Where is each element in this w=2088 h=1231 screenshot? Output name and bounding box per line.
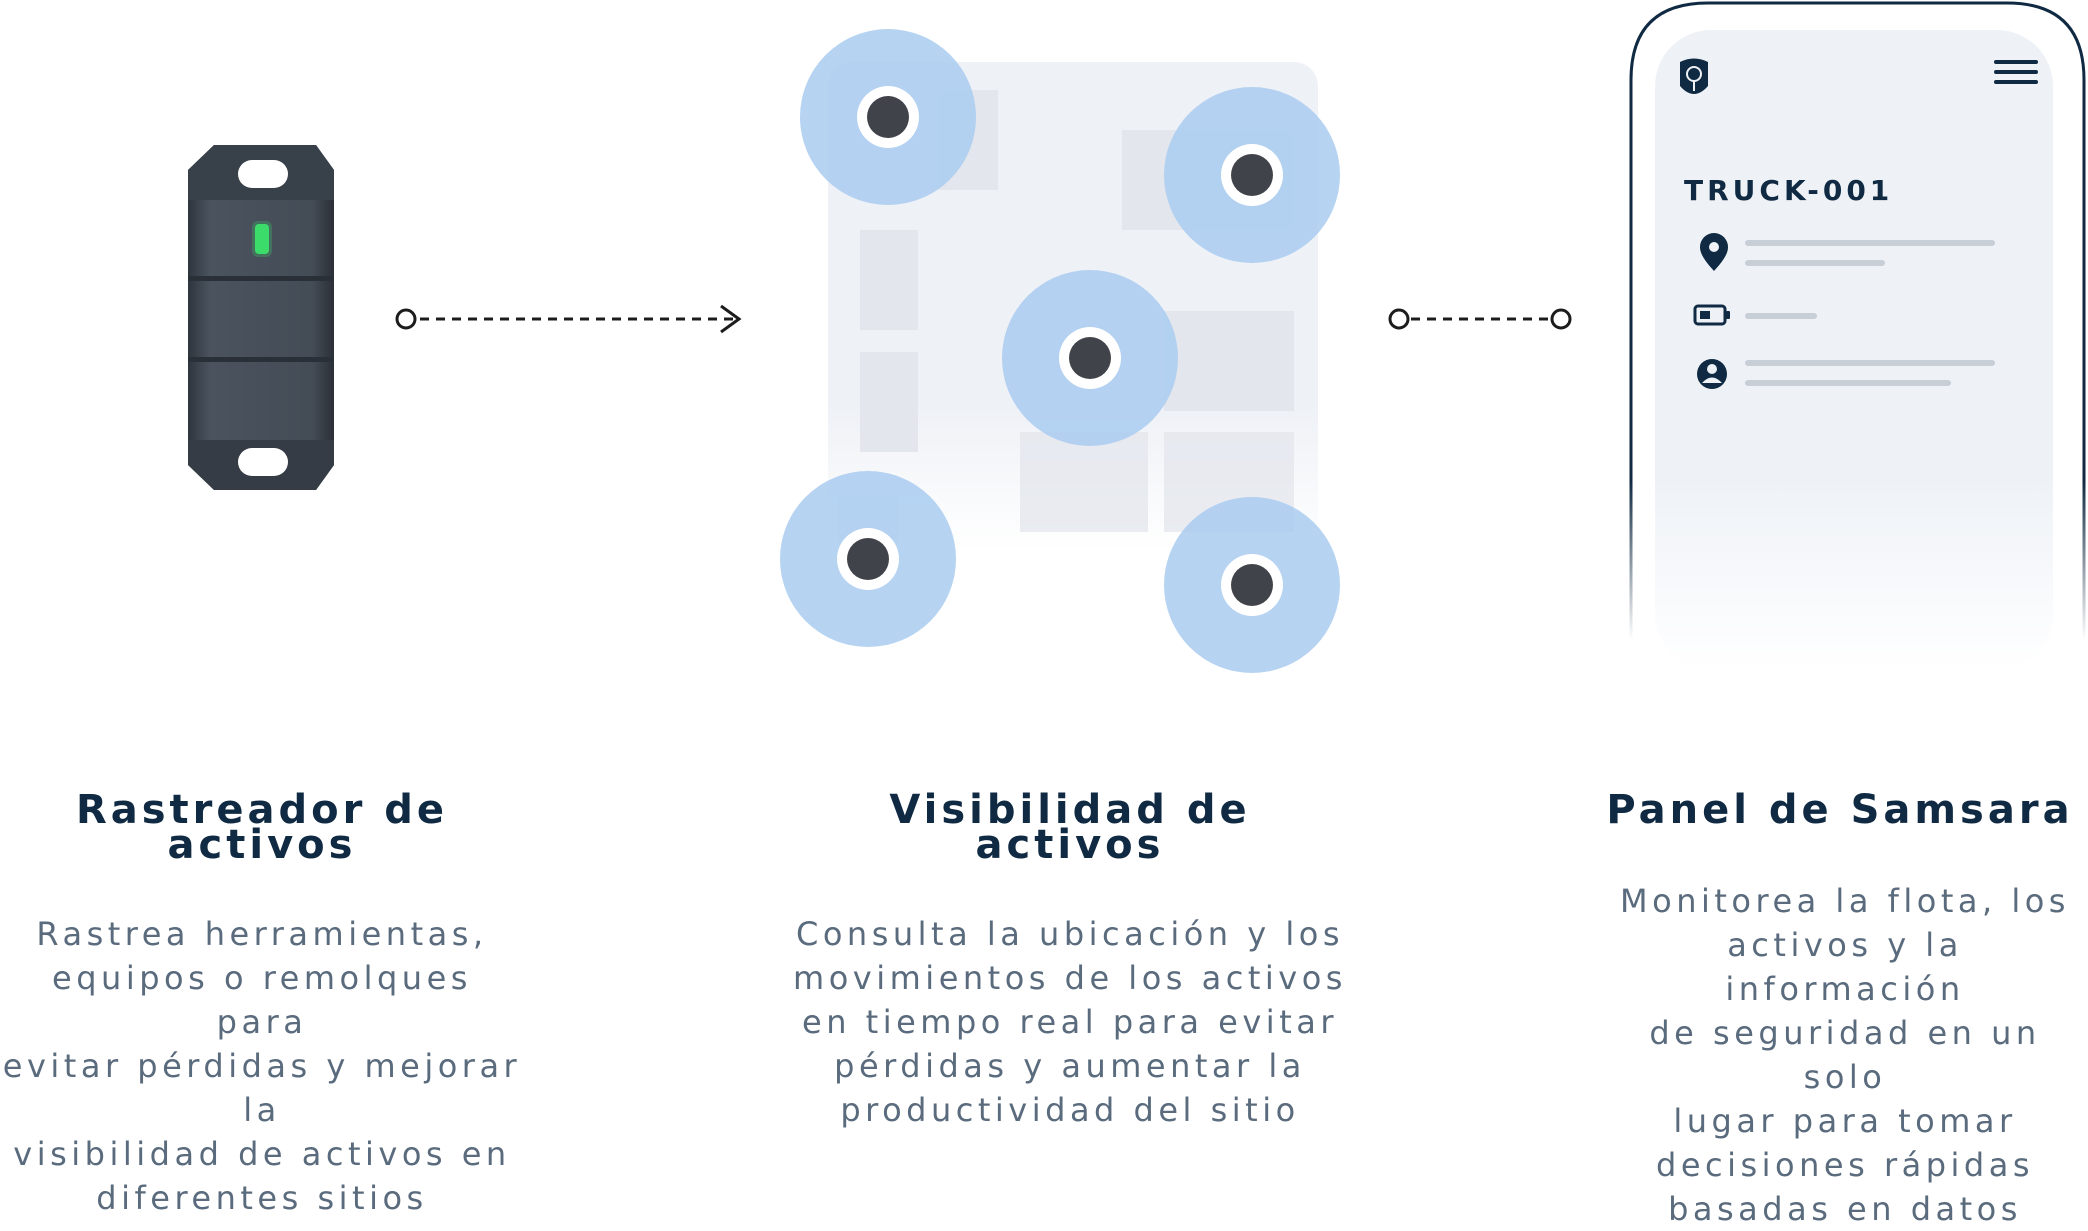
visibility-description-line: productividad del sitio (840, 1091, 1300, 1129)
dashboard-title: Panel de Samsara (1600, 790, 2080, 830)
tracker-title-line: Rastreador de (75, 787, 449, 833)
phone-mockup (1629, 1, 2086, 670)
tracker-description-line: diferentes sitios (96, 1179, 428, 1217)
placeholder-line (1745, 260, 1885, 266)
visibility-description-line: en tiempo real para evitar (802, 1003, 1338, 1041)
visibility-title: Visibilidad de activos (790, 790, 1350, 865)
visibility-title-line: activos (975, 822, 1165, 868)
visibility-title-line: Visibilidad de (889, 787, 1251, 833)
asset-location-marker (1164, 497, 1340, 673)
user-icon (1697, 359, 1727, 389)
dashboard-title-line: Panel de Samsara (1606, 787, 2074, 833)
visibility-description-line: movimientos de los activos (793, 959, 1347, 997)
diagram-canvas (188, 1, 2086, 673)
tracker-description-line: evitar pérdidas y mejorar la (2, 1047, 522, 1129)
visibility-description-line: pérdidas y aumentar la (834, 1047, 1306, 1085)
status-led (255, 224, 269, 254)
dashboard-description-line: activos y la información (1725, 926, 1965, 1008)
tracker-description-line: equipos o remolques para (52, 959, 472, 1041)
dashboard-description-line: Monitorea la flota, los (1620, 882, 2070, 920)
menu-icon[interactable] (1994, 60, 2038, 84)
visibility-description-line: Consulta la ubicación y los (796, 915, 1344, 953)
asset-location-marker (1164, 87, 1340, 263)
placeholder-line (1745, 313, 1817, 319)
asset-name: TRUCK-001 (1684, 174, 1894, 207)
location-pin-icon (1700, 233, 1728, 271)
asset-location-marker (1002, 270, 1178, 446)
asset-map (780, 29, 1340, 673)
dashboard-description: Monitorea la flota, los activos y la inf… (1610, 879, 2080, 1231)
logo-icon (1680, 58, 1708, 94)
tracker-title-line: activos (167, 822, 357, 868)
battery-icon (1693, 304, 1730, 326)
asset-location-marker (780, 471, 956, 647)
placeholder-line (1745, 240, 1995, 246)
dashboard-description-line: lugar para tomar (1673, 1102, 2017, 1140)
placeholder-line (1745, 360, 1995, 366)
visibility-description: Consulta la ubicación y los movimientos … (790, 912, 1350, 1132)
connector-line (1388, 308, 1572, 330)
arrow-right-icon (395, 304, 742, 334)
dashboard-description-line: basadas en datos (1668, 1190, 2022, 1228)
tracker-title: Rastreador de activos (0, 790, 524, 865)
tracker-description-line: Rastrea herramientas, (36, 915, 488, 953)
dashboard-description-line: decisiones rápidas (1656, 1146, 2034, 1184)
tracker-description: Rastrea herramientas, equipos o remolque… (0, 912, 524, 1220)
asset-location-marker (800, 29, 976, 205)
tracker-description-line: visibilidad de activos en (13, 1135, 511, 1173)
tracker-device (188, 145, 334, 490)
dashboard-description-line: de seguridad en un solo (1649, 1014, 2041, 1096)
placeholder-line (1745, 380, 1951, 386)
